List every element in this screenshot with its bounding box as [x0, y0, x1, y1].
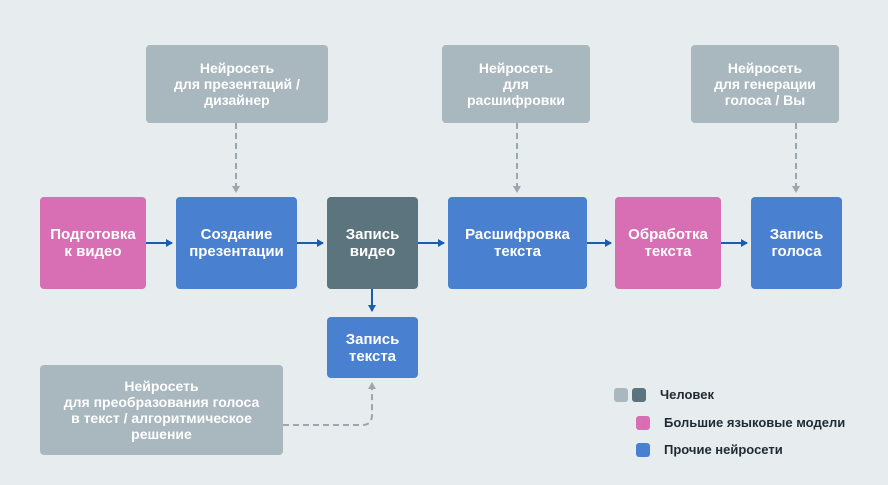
- node-process-text: Обработка текста: [615, 197, 721, 289]
- tool-voice-generation: Нейросеть для генерации голоса / Вы: [691, 45, 839, 123]
- legend-human-dark-swatch: [632, 387, 646, 402]
- legend-human: Человек: [614, 387, 714, 402]
- node-transcribe: Расшифровка текста: [448, 197, 587, 289]
- legend-other-label: Прочие нейросети: [664, 442, 783, 457]
- node-create-presentation: Создание презентации: [176, 197, 297, 289]
- dashed-voice-to-text-to-record-text: [283, 382, 376, 426]
- legend-other: Прочие нейросети: [636, 442, 783, 457]
- node-prep: Подготовка к видео: [40, 197, 146, 289]
- legend-human-label: Человек: [660, 387, 714, 402]
- legend-llm: Большие языковые модели: [636, 415, 845, 430]
- legend-other-swatch: [636, 442, 650, 457]
- tool-transcription: Нейросеть для расшифровки: [442, 45, 590, 123]
- node-record-text: Запись текста: [327, 317, 418, 378]
- legend-llm-label: Большие языковые модели: [664, 415, 846, 430]
- legend-llm-swatch: [636, 415, 650, 430]
- tool-presentations: Нейросеть для презентаций / дизайнер: [146, 45, 328, 123]
- node-record-voice: Запись голоса: [751, 197, 842, 289]
- tool-voice-to-text: Нейросеть для преобразования голоса в те…: [40, 365, 283, 455]
- legend-human-light-swatch: [614, 387, 628, 402]
- node-record-video: Запись видео: [327, 197, 418, 289]
